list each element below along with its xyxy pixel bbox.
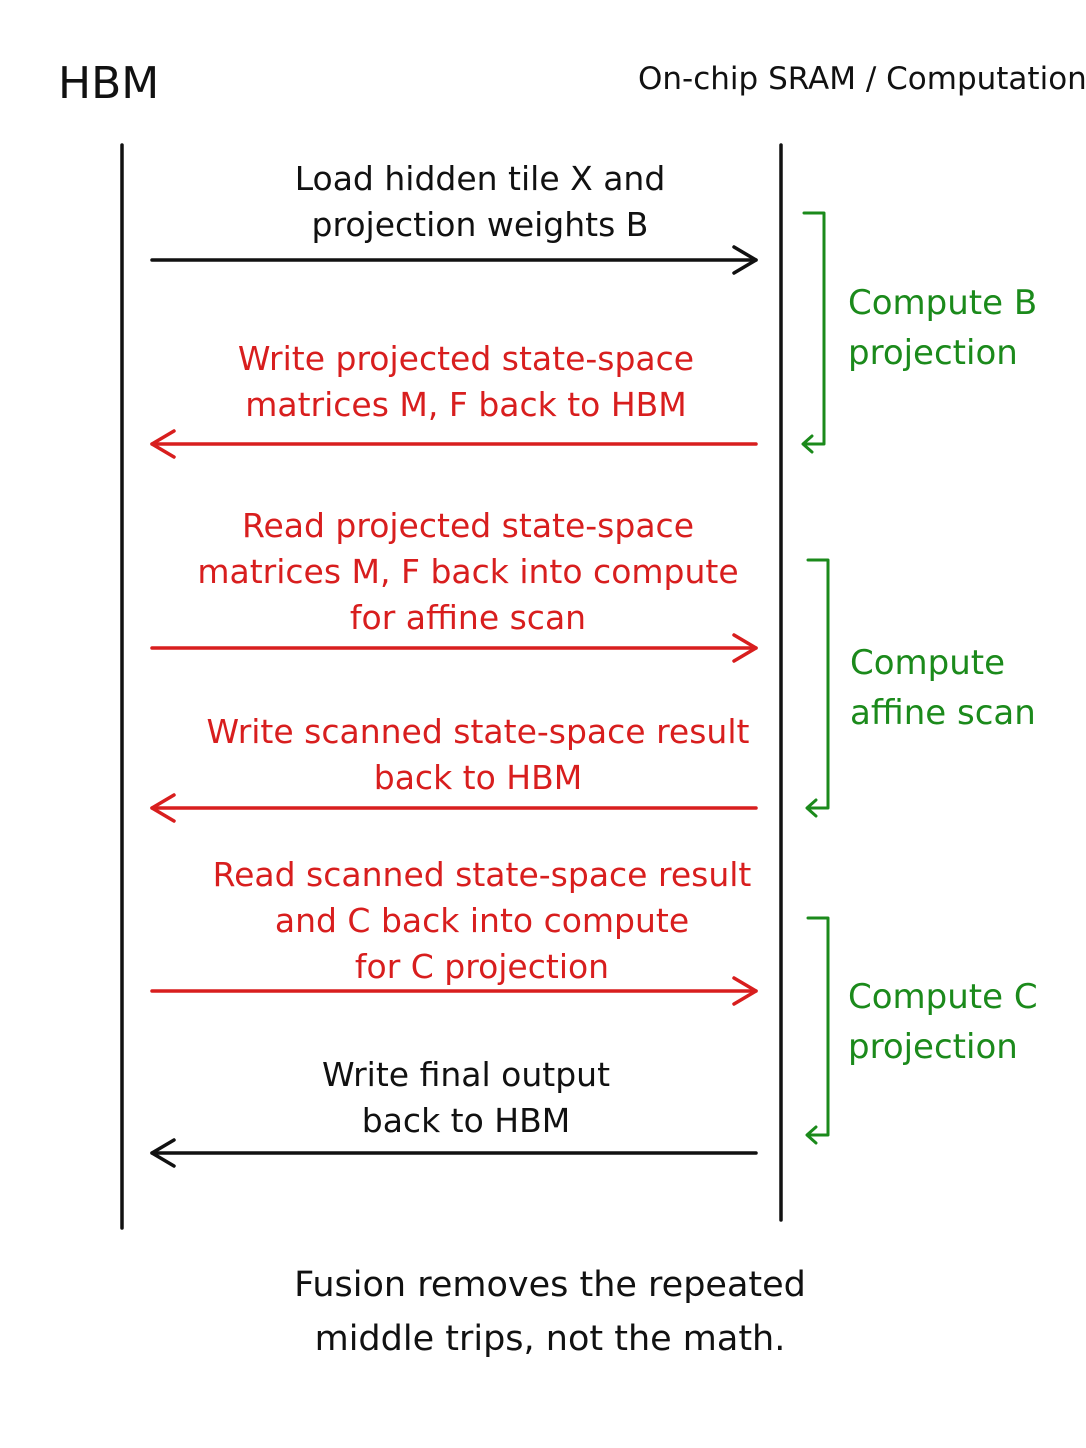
hbm-header: HBM <box>58 58 160 109</box>
phase-label-c-projection: Compute C projection <box>848 977 1038 1067</box>
arrow-read-mf <box>150 633 758 663</box>
arrow-write-mf <box>150 429 758 459</box>
message-label-write-mf: Write projected state-space matrices M, … <box>237 339 695 424</box>
bracket-b-projection <box>801 211 826 454</box>
arrow-head <box>732 633 758 663</box>
phase-label-b-projection: Compute B projection <box>848 283 1038 373</box>
arrow-head <box>150 1138 176 1168</box>
arrow-read-scan-c <box>150 976 758 1006</box>
arrow-head <box>732 976 758 1006</box>
caption: Fusion removes the repeated middle trips… <box>294 1265 806 1359</box>
message-label-load-x-b: Load hidden tile X and projection weight… <box>294 159 666 244</box>
message-label-read-scan-c: Read scanned state-space result and C ba… <box>212 855 752 986</box>
message-label-write-output: Write final output back to HBM <box>321 1055 611 1140</box>
compute-header: On-chip SRAM / Computation <box>638 61 1086 97</box>
phase-label-affine-scan: Compute affine scan <box>850 643 1036 733</box>
arrow-load-x-b <box>150 245 758 275</box>
arrow-head <box>150 793 176 823</box>
arrow-write-output <box>150 1138 758 1168</box>
arrow-head <box>732 245 758 275</box>
arrow-write-scan <box>150 793 758 823</box>
bracket-affine-scan <box>805 558 830 818</box>
message-label-write-scan: Write scanned state-space result back to… <box>206 712 750 797</box>
arrow-head <box>150 429 176 459</box>
bracket-c-projection <box>805 916 830 1145</box>
message-label-read-mf: Read projected state-space matrices M, F… <box>197 506 739 637</box>
